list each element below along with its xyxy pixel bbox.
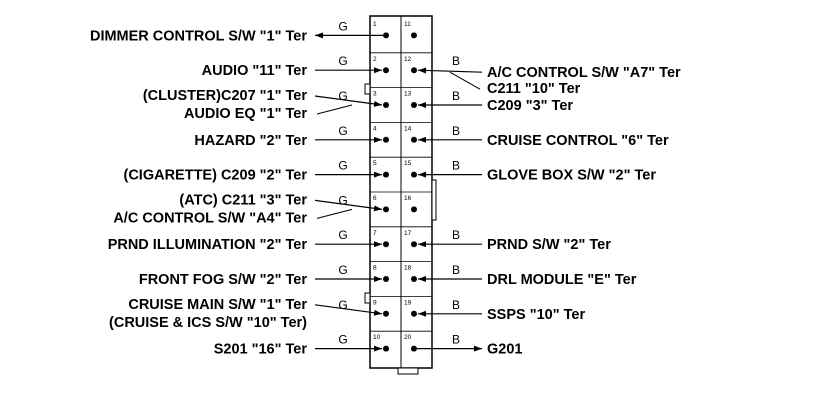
right-label-pin-13: C209 "3" Ter [487, 98, 573, 114]
pin-terminal-dot [411, 206, 417, 213]
pin-terminal-dot [411, 67, 417, 74]
pin-number-left: 7 [373, 230, 377, 237]
left-label-pin-3: AUDIO EQ "1" Ter [184, 106, 307, 122]
pin-terminal-dot [383, 32, 389, 39]
wire-color-right: B [452, 54, 460, 68]
connector-latch-lower [364, 292, 371, 304]
pin-number-left: 8 [373, 265, 377, 272]
pin-terminal-dot [383, 345, 389, 352]
right-label-pin-15: GLOVE BOX S/W "2" Ter [487, 168, 656, 184]
splice-line [449, 71, 481, 90]
pin-number-right: 13 [404, 91, 412, 98]
pin-terminal-dot [411, 345, 417, 352]
left-label-pin-2: AUDIO "11" Ter [202, 63, 308, 79]
wire-pin-3 [314, 95, 383, 107]
wire-color-right: B [452, 298, 460, 312]
wire-color-right: B [452, 263, 460, 277]
left-label-pin-3: (CLUSTER)C207 "1" Ter [143, 88, 308, 104]
wire-pin-9 [314, 304, 383, 316]
right-label-pin-18: DRL MODULE "E" Ter [487, 272, 637, 288]
pin-number-right: 12 [404, 56, 412, 63]
pin-terminal-dot [383, 276, 389, 282]
wire-color-left: G [338, 19, 347, 33]
connector-latch-upper [364, 83, 371, 95]
pin-terminal-dot [383, 206, 389, 213]
right-label-pin-19: SSPS "10" Ter [487, 307, 585, 323]
wire-pin-6 [314, 199, 383, 212]
pin-terminal-dot [411, 276, 417, 282]
wire-color-left: G [338, 124, 347, 138]
wire-pin-12 [417, 67, 483, 74]
left-label-pin-7: PRND ILLUMINATION "2" Ter [108, 237, 308, 253]
pin-number-right: 16 [404, 195, 412, 202]
connector-bottom-key [397, 367, 419, 375]
left-label-pin-9: CRUISE MAIN S/W "1" Ter [128, 297, 307, 313]
pin-number-right: 20 [404, 334, 412, 341]
pin-terminal-dot [411, 171, 417, 178]
pin-number-right: 15 [404, 160, 412, 167]
pin-terminal-dot [383, 136, 389, 143]
right-label-pin-12: A/C CONTROL S/W "A7" Ter [487, 65, 681, 81]
wire-color-left: G [338, 89, 347, 103]
pin-number-left: 4 [373, 125, 377, 132]
pin-number-right: 11 [404, 21, 411, 28]
pin-number-right: 19 [404, 299, 412, 306]
wire-color-right: B [452, 89, 460, 103]
pin-number-left: 2 [373, 56, 377, 63]
wire-color-left: G [338, 298, 347, 312]
pin-terminal-dot [411, 241, 417, 248]
left-label-pin-6: (ATC) C211 "3" Ter [179, 192, 307, 208]
right-label-pin-14: CRUISE CONTROL "6" Ter [487, 133, 669, 149]
pin-number-left: 10 [373, 334, 381, 341]
right-label-pin-20: G201 [487, 342, 522, 358]
wire-color-left: G [338, 159, 347, 173]
wire-color-right: B [452, 333, 460, 347]
left-label-pin-6: A/C CONTROL S/W "A4" Ter [113, 210, 307, 226]
pin-terminal-dot [383, 102, 389, 108]
wire-color-left: G [338, 333, 347, 347]
pin-terminal-dot [383, 67, 389, 74]
pin-number-left: 5 [373, 160, 377, 167]
left-label-pin-1: DIMMER CONTROL S/W "1" Ter [90, 28, 307, 44]
pin-number-right: 18 [404, 265, 412, 272]
pin-terminal-dot [383, 310, 389, 317]
wire-color-right: B [452, 159, 460, 173]
pin-terminal-dot [383, 171, 389, 178]
right-label-pin-17: PRND S/W "2" Ter [487, 237, 611, 253]
splice-line [316, 208, 353, 219]
pin-number-left: 1 [373, 21, 377, 28]
pin-number-right: 17 [404, 230, 412, 237]
left-label-pin-4: HAZARD "2" Ter [194, 133, 307, 149]
wire-color-left: G [338, 54, 347, 68]
pin-terminal-dot [383, 241, 389, 248]
pin-number-left: 6 [373, 195, 377, 202]
pin-number-right: 14 [404, 125, 412, 132]
left-label-pin-9: (CRUISE & ICS S/W "10" Ter) [109, 315, 307, 331]
pin-terminal-dot [411, 310, 417, 317]
wire-color-left: G [338, 193, 347, 207]
left-label-pin-8: FRONT FOG S/W "2" Ter [139, 272, 308, 288]
wire-color-left: G [338, 263, 347, 277]
left-label-pin-10: S201 "16" Ter [214, 342, 308, 358]
wire-color-right: B [452, 228, 460, 242]
pin-terminal-dot [411, 32, 417, 39]
right-label-pin-12: C211 "10" Ter [487, 81, 581, 97]
left-label-pin-5: (CIGARETTE) C209 "2" Ter [124, 168, 308, 184]
wire-color-right: B [452, 124, 460, 138]
wire-color-left: G [338, 228, 347, 242]
pin-number-left: 9 [373, 299, 377, 306]
splice-line [316, 104, 353, 115]
connector-side-rib [431, 179, 437, 221]
pin-terminal-dot [411, 102, 417, 108]
pin-number-left: 3 [373, 91, 377, 98]
pin-terminal-dot [411, 136, 417, 143]
